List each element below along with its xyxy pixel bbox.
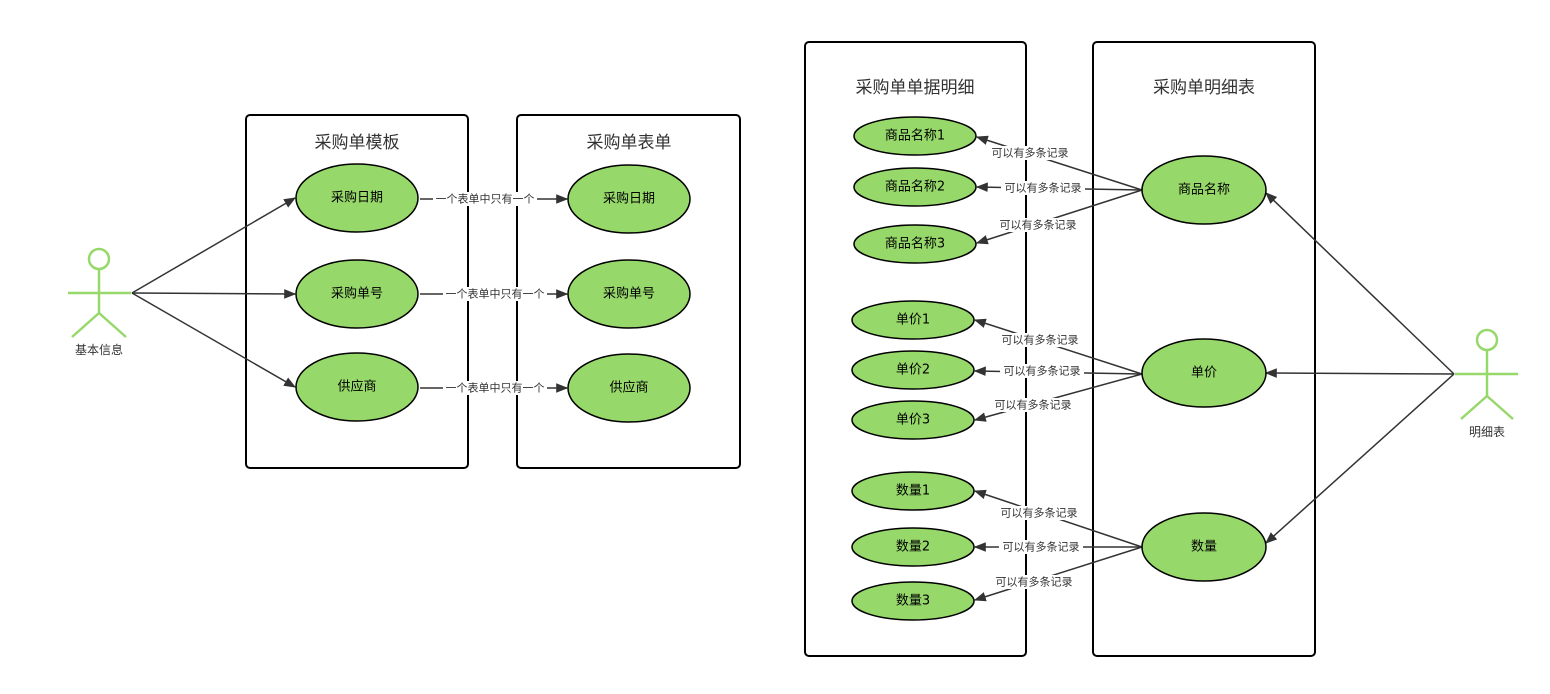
actor-label: 基本信息 — [75, 342, 123, 357]
node-record-price2[interactable]: 单价2 — [851, 350, 975, 390]
node-label: 数量2 — [896, 540, 930, 555]
container-detail-records-title: 采购单单据明细 — [856, 78, 975, 98]
edge-actor2-to-name — [1265, 192, 1455, 375]
edge-actor-to-number — [131, 289, 297, 299]
node-label: 采购日期 — [331, 190, 383, 206]
edge-label-multi: 可以有多条记录 — [1005, 181, 1082, 195]
edge-label-multi: 可以有多条记录 — [1004, 364, 1081, 378]
node-label: 商品名称 — [1178, 182, 1230, 198]
edge-price-to-price2: 可以有多条记录 — [973, 364, 1143, 378]
node-record-qty2[interactable]: 数量2 — [851, 527, 975, 567]
edge-supplier-link: 一个表单中只有一个 — [420, 381, 569, 395]
node-form-date[interactable]: 采购日期 — [567, 164, 691, 234]
edge-actor-to-supplier — [131, 292, 297, 388]
edge-label-multi: 可以有多条记录 — [992, 146, 1069, 160]
container-form-title: 采购单表单 — [587, 133, 672, 153]
node-detail-price[interactable]: 单价 — [1141, 338, 1267, 408]
edge-label-one-only: 一个表单中只有一个 — [436, 192, 535, 206]
actor-detail-table[interactable]: 明细表 — [1455, 328, 1518, 439]
node-record-price3[interactable]: 单价3 — [851, 400, 975, 440]
edge-price-to-price3: 可以有多条记录 — [973, 373, 1143, 422]
node-record-price1[interactable]: 单价1 — [851, 300, 975, 340]
node-label: 单价2 — [896, 363, 930, 378]
node-label: 单价 — [1191, 366, 1217, 381]
node-label: 采购单号 — [603, 286, 655, 302]
node-record-name3[interactable]: 商品名称3 — [853, 224, 977, 264]
edge-label-multi: 可以有多条记录 — [1003, 540, 1080, 554]
edge-qty-to-qty2: 可以有多条记录 — [973, 540, 1142, 554]
edge-actor2-to-qty — [1265, 373, 1455, 544]
node-label: 数量3 — [896, 594, 930, 609]
container-template-title: 采购单模板 — [315, 133, 400, 153]
edge-actor-to-date — [131, 197, 297, 294]
edge-qty-to-qty3: 可以有多条记录 — [973, 546, 1143, 602]
container-detail-table-title: 采购单明细表 — [1153, 78, 1255, 98]
actor-figure-icon — [1455, 328, 1518, 420]
actor-label: 明细表 — [1469, 425, 1505, 439]
actor-basic-info[interactable]: 基本信息 — [68, 247, 131, 357]
edge-actor2-to-price — [1264, 368, 1455, 378]
edge-label-multi: 可以有多条记录 — [996, 575, 1073, 589]
edge-qty-to-qty1: 可以有多条记录 — [973, 489, 1143, 548]
node-record-name1[interactable]: 商品名称1 — [853, 116, 977, 156]
edge-name-to-name2: 可以有多条记录 — [975, 181, 1143, 195]
node-label: 单价1 — [896, 313, 930, 328]
node-label: 供应商 — [337, 379, 376, 395]
edge-label-multi: 可以有多条记录 — [995, 398, 1072, 412]
node-label: 商品名称3 — [885, 236, 945, 252]
node-label: 采购日期 — [603, 191, 655, 207]
node-record-qty3[interactable]: 数量3 — [851, 581, 975, 621]
edge-label-multi: 可以有多条记录 — [1002, 333, 1079, 347]
node-form-number[interactable]: 采购单号 — [567, 259, 691, 329]
node-label: 供应商 — [609, 380, 648, 396]
edge-price-to-price1: 可以有多条记录 — [973, 318, 1143, 375]
node-template-date[interactable]: 采购日期 — [295, 163, 419, 233]
edge-name-to-name1: 可以有多条记录 — [975, 135, 1143, 191]
node-label: 单价3 — [896, 413, 930, 428]
edge-label-multi: 可以有多条记录 — [1001, 506, 1078, 520]
node-form-supplier[interactable]: 供应商 — [567, 353, 691, 423]
edge-number-link: 一个表单中只有一个 — [420, 287, 569, 301]
node-record-name2[interactable]: 商品名称2 — [853, 167, 977, 207]
edge-date-link: 一个表单中只有一个 — [420, 192, 569, 206]
node-label: 商品名称1 — [885, 128, 945, 144]
edge-name-to-name3: 可以有多条记录 — [975, 189, 1143, 245]
node-label: 数量 — [1191, 540, 1217, 555]
node-record-qty1[interactable]: 数量1 — [851, 471, 975, 511]
actor-figure-icon — [68, 247, 131, 338]
node-template-number[interactable]: 采购单号 — [295, 259, 419, 329]
node-detail-qty[interactable]: 数量 — [1141, 512, 1267, 582]
node-detail-name[interactable]: 商品名称 — [1141, 155, 1267, 225]
node-label: 采购单号 — [331, 286, 383, 302]
edge-label-multi: 可以有多条记录 — [1000, 218, 1077, 232]
edge-label-one-only: 一个表单中只有一个 — [446, 381, 545, 395]
node-label: 数量1 — [896, 484, 930, 499]
edge-label-one-only: 一个表单中只有一个 — [446, 287, 545, 301]
node-label: 商品名称2 — [885, 179, 945, 195]
node-template-supplier[interactable]: 供应商 — [295, 352, 419, 422]
